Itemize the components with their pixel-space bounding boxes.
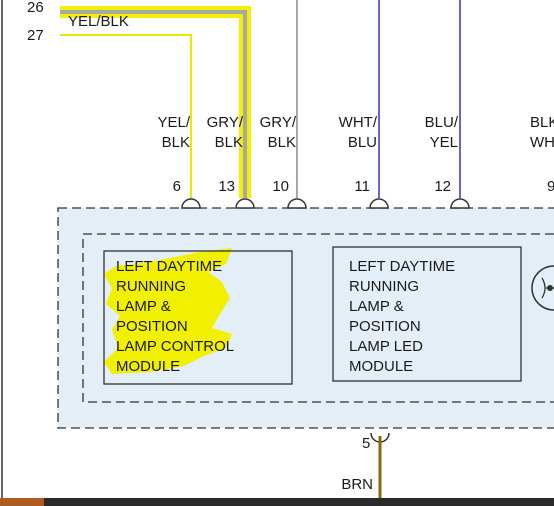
terminal-10 — [287, 198, 307, 209]
pin-11-color-1: WHT/ — [339, 114, 378, 131]
pin-10-color-1: GRY/ — [260, 114, 297, 131]
terminal-13 — [235, 198, 255, 209]
connector-color-labels: YEL/ BLK GRY/ BLK GRY/ BLK WHT/ BLU BLU/… — [157, 114, 554, 151]
pin-terminals — [181, 198, 470, 209]
module-led-line: LEFT DAYTIME — [349, 258, 455, 275]
terminal-12 — [450, 198, 470, 209]
module-control-line: RUNNING — [116, 278, 186, 295]
pin-13-color-2: BLK — [215, 134, 243, 151]
pin-13-number: 13 — [218, 178, 235, 195]
pin-10-color-2: BLK — [268, 134, 296, 151]
module-led-line: POSITION — [349, 318, 421, 335]
pin-9-number: 9 — [547, 178, 554, 195]
module-led-label: LEFT DAYTIME RUNNING LAMP & POSITION LAM… — [349, 258, 455, 375]
module-control-line: LAMP CONTROL — [116, 338, 234, 355]
module-control-line: LEFT DAYTIME — [116, 258, 222, 275]
module-control-label: LEFT DAYTIME RUNNING LAMP & POSITION LAM… — [116, 258, 234, 375]
wire-26 — [60, 6, 251, 198]
terminal-6 — [181, 198, 201, 209]
wire-27 — [60, 34, 192, 198]
pin-9-color-1: BLK/ — [530, 114, 554, 131]
bottom-bar — [0, 498, 554, 506]
module-led-line: RUNNING — [349, 278, 419, 295]
top-pin-27: 27 — [27, 27, 44, 44]
top-pin-26: 26 — [27, 0, 44, 16]
module-control-line: POSITION — [116, 318, 188, 335]
top-wire-27-color: YEL/BLK — [68, 13, 129, 30]
terminal-11 — [369, 198, 389, 209]
module-led-line: MODULE — [349, 358, 413, 375]
lamp-symbol — [531, 265, 554, 311]
pin-11-number: 11 — [354, 178, 370, 195]
pin-6-color-1: YEL/ — [157, 114, 190, 131]
ground-pin-number: 5 — [362, 435, 370, 452]
housing-inner — [82, 233, 554, 403]
pin-13-color-1: GRY/ — [207, 114, 244, 131]
pin-6-number: 6 — [173, 178, 181, 195]
pin-6-color-2: BLK — [162, 134, 190, 151]
bottom-bar-accent — [0, 498, 44, 506]
pin-9-color-2: WHT — [530, 134, 554, 151]
pin-10-number: 10 — [272, 178, 289, 195]
ground-wire-color: BRN — [341, 476, 373, 493]
module-control-line: LAMP & — [116, 298, 171, 315]
module-control-line: MODULE — [116, 358, 180, 375]
connector-pin-numbers: 6 13 10 11 12 9 — [173, 178, 554, 195]
module-box-control — [103, 250, 293, 385]
module-led-line: LAMP LED — [349, 338, 423, 355]
pin-12-color-2: YEL — [430, 134, 458, 151]
pin-12-number: 12 — [434, 178, 451, 195]
module-led-line: LAMP & — [349, 298, 404, 315]
highlight-mark — [104, 248, 232, 374]
pin-11-color-2: BLU — [348, 134, 377, 151]
pin-12-color-1: BLU/ — [425, 114, 459, 131]
module-box-led — [332, 246, 522, 382]
